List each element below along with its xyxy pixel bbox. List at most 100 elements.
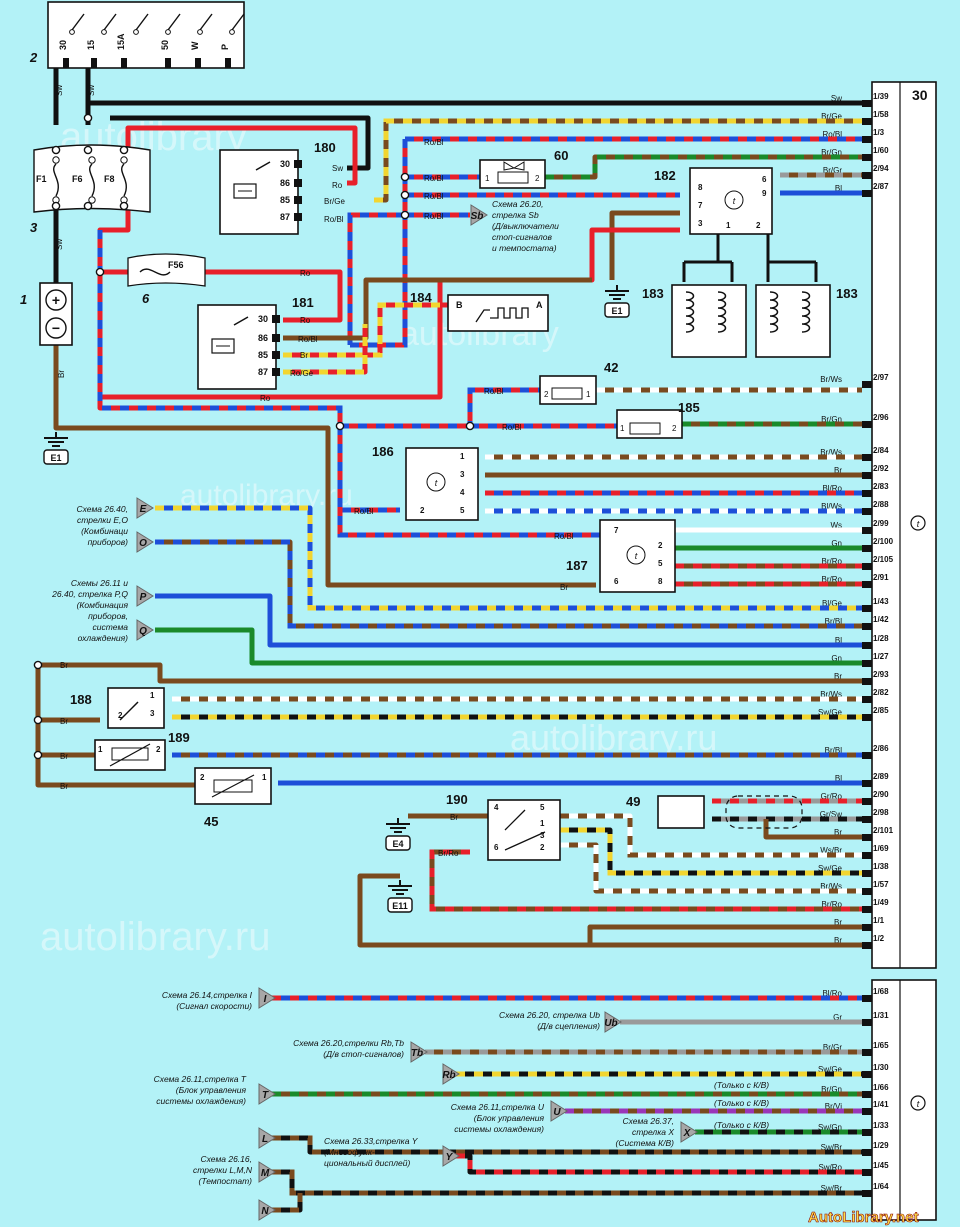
reference-text: Схема 26.11,стрелка T — [154, 1074, 247, 1084]
wire-code-label: Sw/Br — [821, 1143, 843, 1152]
junction-node — [400, 190, 410, 200]
wire-base — [155, 593, 862, 648]
reference-text: Схема 26.20, стрелка Ub — [499, 1010, 600, 1020]
wire-code-label: Ro — [260, 394, 271, 403]
pin-label: 6 — [614, 577, 619, 586]
wire-code-label: Bl/Ro — [822, 484, 842, 493]
arrow-letter: X — [683, 1128, 692, 1139]
switch-contact — [103, 13, 117, 31]
wire-brws-1-57 — [560, 842, 862, 894]
wire-stripe — [456, 1153, 862, 1175]
component-number: 183 — [642, 286, 664, 301]
relay-contact — [233, 316, 249, 326]
switch-contact — [199, 13, 213, 31]
note-text: (Только с К/В) — [714, 1098, 769, 1108]
ecu-bottom-connector: t1/68Bl/Ro1/31Gr1/65Br/Gr1/30Sw/Ge1/66Br… — [818, 979, 937, 1221]
connector-pin-label: 1/66 — [873, 1083, 889, 1092]
wire-brro-1-49 — [429, 849, 862, 912]
fuse-terminal — [52, 156, 60, 164]
wire-code-label: Br/Gr — [823, 1043, 842, 1052]
ref-arrow-rb: Rb — [442, 1063, 460, 1085]
arrow-letter: N — [261, 1206, 269, 1217]
fuse-element — [89, 163, 95, 197]
connector-terminal — [862, 816, 872, 823]
wire-code-label: Gn — [831, 654, 842, 663]
reference-text: системы охлаждения) — [454, 1124, 544, 1134]
wire-ro-loop — [97, 125, 592, 400]
connector-terminal — [862, 190, 872, 197]
shield-outline — [725, 795, 803, 829]
pin-terminal — [272, 334, 280, 342]
reference-text: (Блок управления — [176, 1085, 247, 1095]
wire-code-label: Br/Ge — [821, 112, 842, 121]
component-number: 186 — [372, 444, 394, 459]
ecu-outline — [871, 979, 937, 1221]
wire-code-label: Ro/Bl — [424, 174, 444, 183]
connector-terminal — [862, 472, 872, 479]
connector-pin-label: 2/82 — [873, 688, 889, 697]
fuse-terminal — [120, 156, 128, 164]
connector-pin-label: 1/30 — [873, 1063, 889, 1072]
ref-arrow-i: I — [258, 987, 276, 1009]
wire-stripe — [560, 842, 862, 894]
connector-terminal — [862, 942, 872, 949]
fuse-holder — [127, 253, 206, 287]
wire-code-label: Bl — [835, 774, 842, 783]
switch-contact — [504, 809, 546, 851]
wire-code-label: Sw — [87, 85, 96, 96]
component-number: 187 — [566, 558, 588, 573]
wire-code-label: Bl/Ws — [821, 502, 842, 511]
connector-terminal — [862, 100, 872, 107]
arrow-shape — [604, 1011, 622, 1033]
wire-stripe — [350, 139, 408, 348]
wire-code-label: Br — [834, 936, 842, 945]
connector-terminal — [862, 714, 872, 721]
wire-code-label: Sw/Br — [821, 1184, 843, 1193]
pin-label: 8 — [698, 183, 703, 192]
wire-br-ground — [53, 340, 596, 588]
connector-pin-label: 2/90 — [873, 790, 889, 799]
battery-1: +−1Br — [20, 282, 73, 378]
junction-node — [33, 715, 43, 725]
arrow-letter: P — [140, 592, 147, 603]
heater-body — [671, 284, 747, 358]
component-number: 60 — [554, 148, 568, 163]
wire-br-181 — [283, 277, 592, 341]
connector-pin-label: 2/93 — [873, 670, 889, 679]
connector-terminal — [862, 852, 872, 859]
wire-bl-1-28 — [155, 593, 862, 648]
wire-code-label: Ro — [300, 316, 311, 325]
heater-lead — [682, 260, 734, 282]
arrow-shape — [136, 531, 154, 553]
connector-terminal — [862, 581, 872, 588]
wire-code-label: Br — [834, 466, 842, 475]
pin-terminal — [272, 351, 280, 359]
connector-pin-label: 1/28 — [873, 634, 889, 643]
pin-label: 1 — [98, 745, 103, 754]
wire-br-2-93 — [38, 662, 862, 684]
ecu-symbol-icon: t — [910, 515, 926, 531]
pin-label: 9 — [762, 189, 767, 198]
junction-node — [83, 113, 93, 123]
pin-label: 4 — [460, 488, 465, 497]
wire-stripe — [272, 1135, 862, 1155]
connector-pin-label: 1/33 — [873, 1121, 889, 1130]
wire-code-label: Ws — [830, 521, 842, 530]
wire-wsbr-1-69 — [560, 813, 862, 858]
connector-pin-label: 2/91 — [873, 573, 889, 582]
battery-plus-label: + — [52, 292, 60, 308]
pin-label: 2 — [420, 506, 425, 515]
connector-terminal — [862, 696, 872, 703]
component-number: 30 — [912, 87, 928, 103]
ref-arrow-m: M — [258, 1161, 276, 1183]
arrow-letter: L — [262, 1134, 268, 1145]
wire-code-label: Br — [834, 918, 842, 927]
terminal-pin — [225, 58, 231, 68]
pin-label: 7 — [614, 526, 619, 535]
pin-label: 3 — [698, 219, 703, 228]
wires — [35, 62, 862, 1213]
